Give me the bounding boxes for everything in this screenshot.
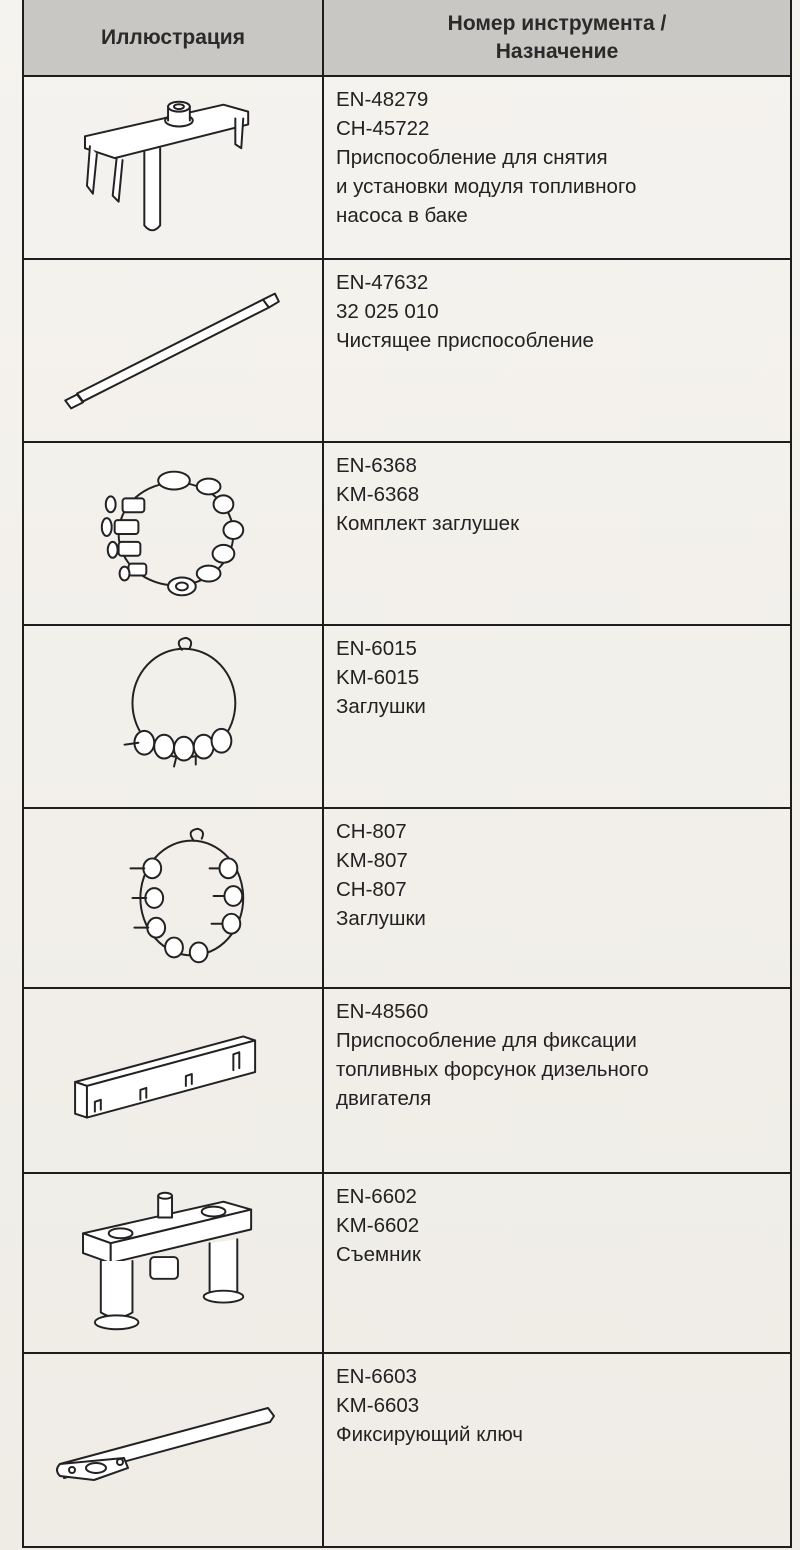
tool-number: EN-6015 — [336, 637, 417, 660]
plug-set-ring-icon — [24, 443, 324, 624]
tool-number: KM-6603 — [336, 1394, 420, 1417]
header-tool-number: Номер инструмента / Назначение — [447, 12, 667, 63]
table-row: EN-6368 KM-6368 Комплект заглушек — [24, 443, 790, 626]
table-row: EN-6015 KM-6015 Заглушки — [24, 626, 790, 809]
table-row: CH-807 KM-807 CH-807 Заглушки — [24, 809, 790, 989]
tool-description: Заглушки — [336, 695, 426, 718]
tool-description: Съемник — [336, 1243, 421, 1266]
tool-number: EN-48279 — [336, 88, 429, 111]
tool-number: 32 025 010 — [336, 300, 439, 323]
tool-number: CH-807 — [336, 820, 407, 843]
tool-number: KM-807 — [336, 849, 408, 872]
tool-number: EN-6602 — [336, 1185, 417, 1208]
plugs-cluster-icon — [24, 809, 324, 987]
tool-description: Комплект заглушек — [336, 512, 520, 535]
tool-number: EN-48560 — [336, 1000, 429, 1023]
tool-number: KM-6602 — [336, 1214, 420, 1237]
puller-icon — [24, 1174, 324, 1352]
tool-description: Заглушки — [336, 907, 426, 930]
tool-number: KM-6368 — [336, 483, 420, 506]
tools-table: Иллюстрация Номер инструмента / Назначен… — [22, 0, 792, 1548]
tool-number: KM-6015 — [336, 666, 420, 689]
header-illustration: Иллюстрация — [24, 0, 324, 75]
table-row: EN-6602 KM-6602 Съемник — [24, 1174, 790, 1354]
table-row: EN-48560 Приспособление для фиксации топ… — [24, 989, 790, 1174]
tool-description: Чистящее приспособление — [336, 329, 594, 352]
cleaning-rod-icon — [24, 260, 324, 441]
tool-description: Приспособление для фиксации топливных фо… — [336, 1029, 649, 1110]
locking-wrench-icon — [24, 1354, 324, 1548]
tool-number: CH-807 — [336, 878, 407, 901]
tool-number: EN-47632 — [336, 271, 429, 294]
table-row: EN-48279 CH-45722 Приспособление для сня… — [24, 77, 790, 260]
tool-number: EN-6368 — [336, 454, 417, 477]
plugs-ring-icon — [24, 626, 324, 807]
fuel-pump-module-tool-icon — [24, 77, 324, 258]
tool-description: Приспособление для снятия и установки мо… — [336, 146, 637, 227]
tool-number: CH-45722 — [336, 117, 430, 140]
table-row: EN-47632 32 025 010 Чистящее приспособле… — [24, 260, 790, 443]
table-row: EN-6603 KM-6603 Фиксирующий ключ — [24, 1354, 790, 1548]
tool-description: Фиксирующий ключ — [336, 1423, 523, 1446]
table-header: Иллюстрация Номер инструмента / Назначен… — [24, 0, 790, 77]
injector-holding-bar-icon — [24, 989, 324, 1172]
tool-number: EN-6603 — [336, 1365, 417, 1388]
